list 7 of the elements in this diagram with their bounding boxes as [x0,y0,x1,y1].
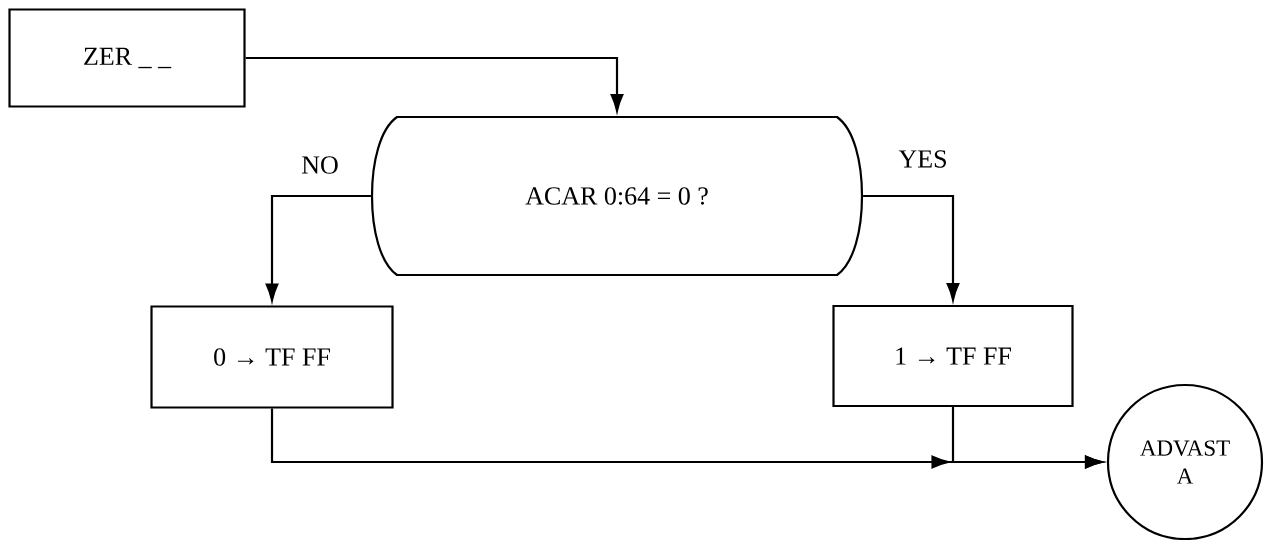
process-box: 0 → TF FF [150,305,394,409]
edge-label: YES [897,149,949,169]
process-box: 1 → TF FF [832,304,1074,408]
edge-label: NO [300,155,340,175]
decision-box: ACAR 0:64 = 0 ? [370,115,864,277]
arrow [265,194,371,302]
process-box: ZER _ _ [8,8,246,108]
